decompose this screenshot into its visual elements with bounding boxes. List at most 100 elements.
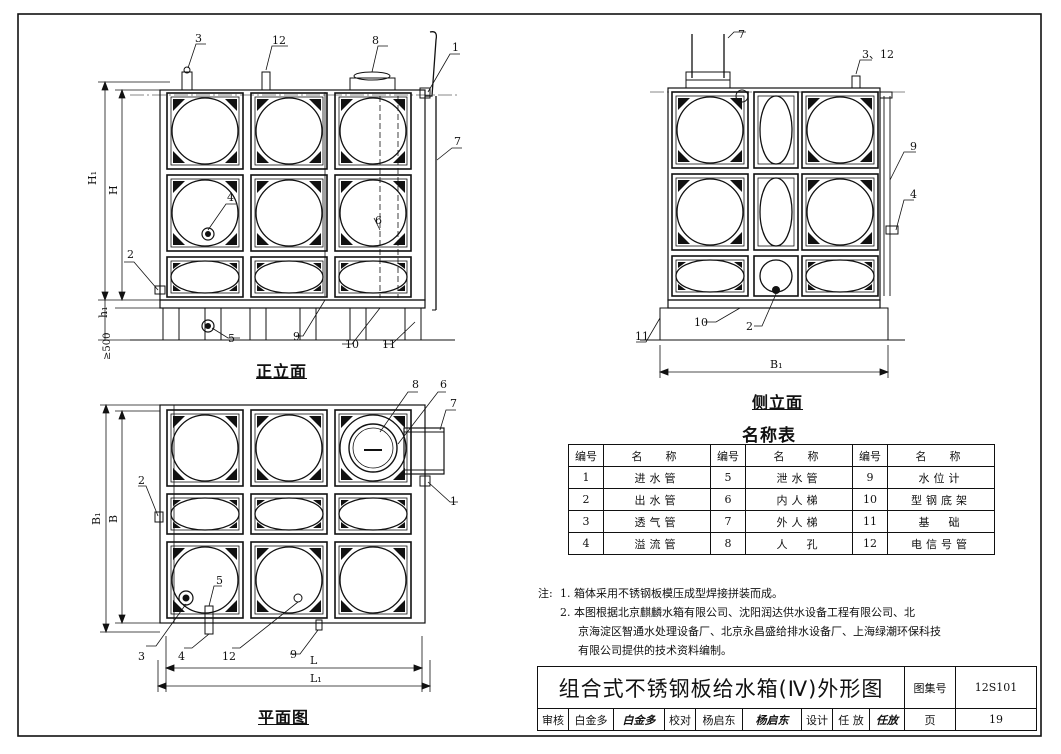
table-cell: 进水管 <box>603 466 711 489</box>
front-callout-2: 2 <box>127 248 134 261</box>
table-cell: 7 <box>710 510 746 533</box>
dim-min500: ≥500 <box>102 333 113 360</box>
design-signature: 任放 <box>870 709 905 730</box>
front-elevation: H₁ H h₁ ≥500 3 12 8 1 7 4 6 2 <box>86 31 462 360</box>
name-table-header: 编号 名 称 编号 名 称 编号 名 称 <box>568 444 995 467</box>
dim-B1-plan: B₁ <box>90 513 103 526</box>
table-cell: 1 <box>568 466 604 489</box>
front-elevation-title: 正立面 <box>256 362 308 381</box>
plan-callout-2: 2 <box>138 474 145 487</box>
review-signature: 白金多 <box>614 709 665 730</box>
side-callout-2: 2 <box>746 320 753 333</box>
front-callout-9: 9 <box>293 330 300 343</box>
atlas-no-label: 图集号 <box>905 667 956 709</box>
note-2-line2: 京海淀区智通水处理设备厂、北京永昌盛给排水设备厂、上海绿潮环保科技 <box>578 625 941 638</box>
side-callout-3-12: 3、12 <box>862 48 894 61</box>
design-name: 任 放 <box>833 709 870 730</box>
side-callout-labels: 7 3、12 9 4 11 10 2 <box>635 28 917 343</box>
notes-label: 注: <box>538 587 553 600</box>
table-row: 3 透气管 7 外人梯 11 基 础 <box>568 510 995 533</box>
side-elevation: B₁ 7 3、12 9 4 11 10 2 <box>635 28 917 378</box>
table-cell: 型钢底架 <box>887 488 995 511</box>
plan-callout-6: 6 <box>440 378 447 391</box>
name-table-title: 名称表 <box>742 426 796 446</box>
check-name: 杨启东 <box>696 709 743 730</box>
front-callout-7: 7 <box>454 135 461 148</box>
dim-L: L <box>310 654 318 667</box>
table-cell: 2 <box>568 488 604 511</box>
dim-L1: L₁ <box>310 672 322 685</box>
front-supports <box>162 307 422 341</box>
table-cell: 12 <box>852 532 888 555</box>
check-signature: 杨启东 <box>743 709 802 730</box>
design-label: 设计 <box>802 709 833 730</box>
side-panels <box>671 91 879 297</box>
table-cell: 8 <box>710 532 746 555</box>
table-cell: 5 <box>710 466 746 489</box>
plan-callout-3: 3 <box>138 650 145 663</box>
table-cell: 泄水管 <box>745 466 853 489</box>
plan-callout-9: 9 <box>290 648 297 661</box>
front-callout-11: 11 <box>382 338 396 351</box>
side-dimension <box>658 345 890 378</box>
check-label: 校对 <box>665 709 696 730</box>
front-callout-3: 3 <box>195 32 202 45</box>
table-cell: 9 <box>852 466 888 489</box>
plan-callout-8: 8 <box>412 378 419 391</box>
plan-callout-4: 4 <box>178 650 185 663</box>
dim-H1: H₁ <box>86 171 99 185</box>
header-cell: 编号 <box>710 444 746 467</box>
side-elevation-title: 侧立面 <box>752 393 804 412</box>
front-callout-5: 5 <box>228 332 235 345</box>
front-callout-labels: 3 12 8 1 7 4 6 2 5 9 10 11 <box>127 32 461 351</box>
front-callout-10: 10 <box>345 338 359 351</box>
table-row: 1 进水管 5 泄水管 9 水位计 <box>568 466 995 489</box>
drawing-title: 组合式不锈钢板给水箱(Ⅳ)外形图 <box>538 667 905 709</box>
table-cell: 11 <box>852 510 888 533</box>
plan-callout-7: 7 <box>450 397 457 410</box>
front-dimensions <box>98 80 170 341</box>
front-callout-12: 12 <box>272 34 286 47</box>
header-cell: 名 称 <box>603 444 711 467</box>
plan-dimensions <box>100 403 432 692</box>
table-cell: 10 <box>852 488 888 511</box>
atlas-no: 12S101 <box>956 667 1036 709</box>
header-cell: 名 称 <box>887 444 995 467</box>
plan-callout-1: 1 <box>450 495 457 508</box>
front-panels <box>166 92 412 298</box>
plan-view: B₁ B L L₁ 8 6 7 1 2 5 3 4 12 9 <box>90 378 458 692</box>
sheet-frame <box>17 13 1042 737</box>
table-cell: 溢流管 <box>603 532 711 555</box>
header-cell: 名 称 <box>745 444 853 467</box>
side-callout-10: 10 <box>694 316 708 329</box>
plan-leaders <box>138 391 458 655</box>
front-callout-6: 6 <box>375 214 382 227</box>
side-callout-9: 9 <box>910 140 917 153</box>
table-cell: 外人梯 <box>745 510 853 533</box>
table-cell: 人 孔 <box>745 532 853 555</box>
front-callout-8: 8 <box>372 34 379 47</box>
front-leaders <box>124 43 462 345</box>
side-leaders <box>636 31 916 343</box>
plan-view-title: 平面图 <box>258 708 310 727</box>
plan-callout-5: 5 <box>216 574 223 587</box>
name-table: 编号 名 称 编号 名 称 编号 名 称 1 进水管 5 泄水管 9 水位计 2… <box>568 444 995 555</box>
table-cell: 6 <box>710 488 746 511</box>
dim-H: H <box>107 185 120 195</box>
table-cell: 电信号管 <box>887 532 995 555</box>
side-callout-4: 4 <box>910 188 917 201</box>
table-cell: 透气管 <box>603 510 711 533</box>
table-row: 4 溢流管 8 人 孔 12 电信号管 <box>568 532 995 555</box>
page-label: 页 <box>905 709 956 730</box>
plan-callout-labels: 8 6 7 1 2 5 3 4 12 9 <box>138 378 457 663</box>
dim-h1: h₁ <box>97 307 110 319</box>
plan-callout-12: 12 <box>222 650 236 663</box>
side-callout-11: 11 <box>635 330 649 343</box>
note-1: 1. 箱体采用不锈钢板模压成型焊接拼装而成。 <box>560 587 783 600</box>
header-cell: 编号 <box>852 444 888 467</box>
plan-panels <box>166 409 412 619</box>
title-block: 组合式不锈钢板给水箱(Ⅳ)外形图 图集号 12S101 审核 白金多 白金多 校… <box>537 666 1037 731</box>
page-no: 19 <box>989 713 1003 726</box>
table-cell: 4 <box>568 532 604 555</box>
